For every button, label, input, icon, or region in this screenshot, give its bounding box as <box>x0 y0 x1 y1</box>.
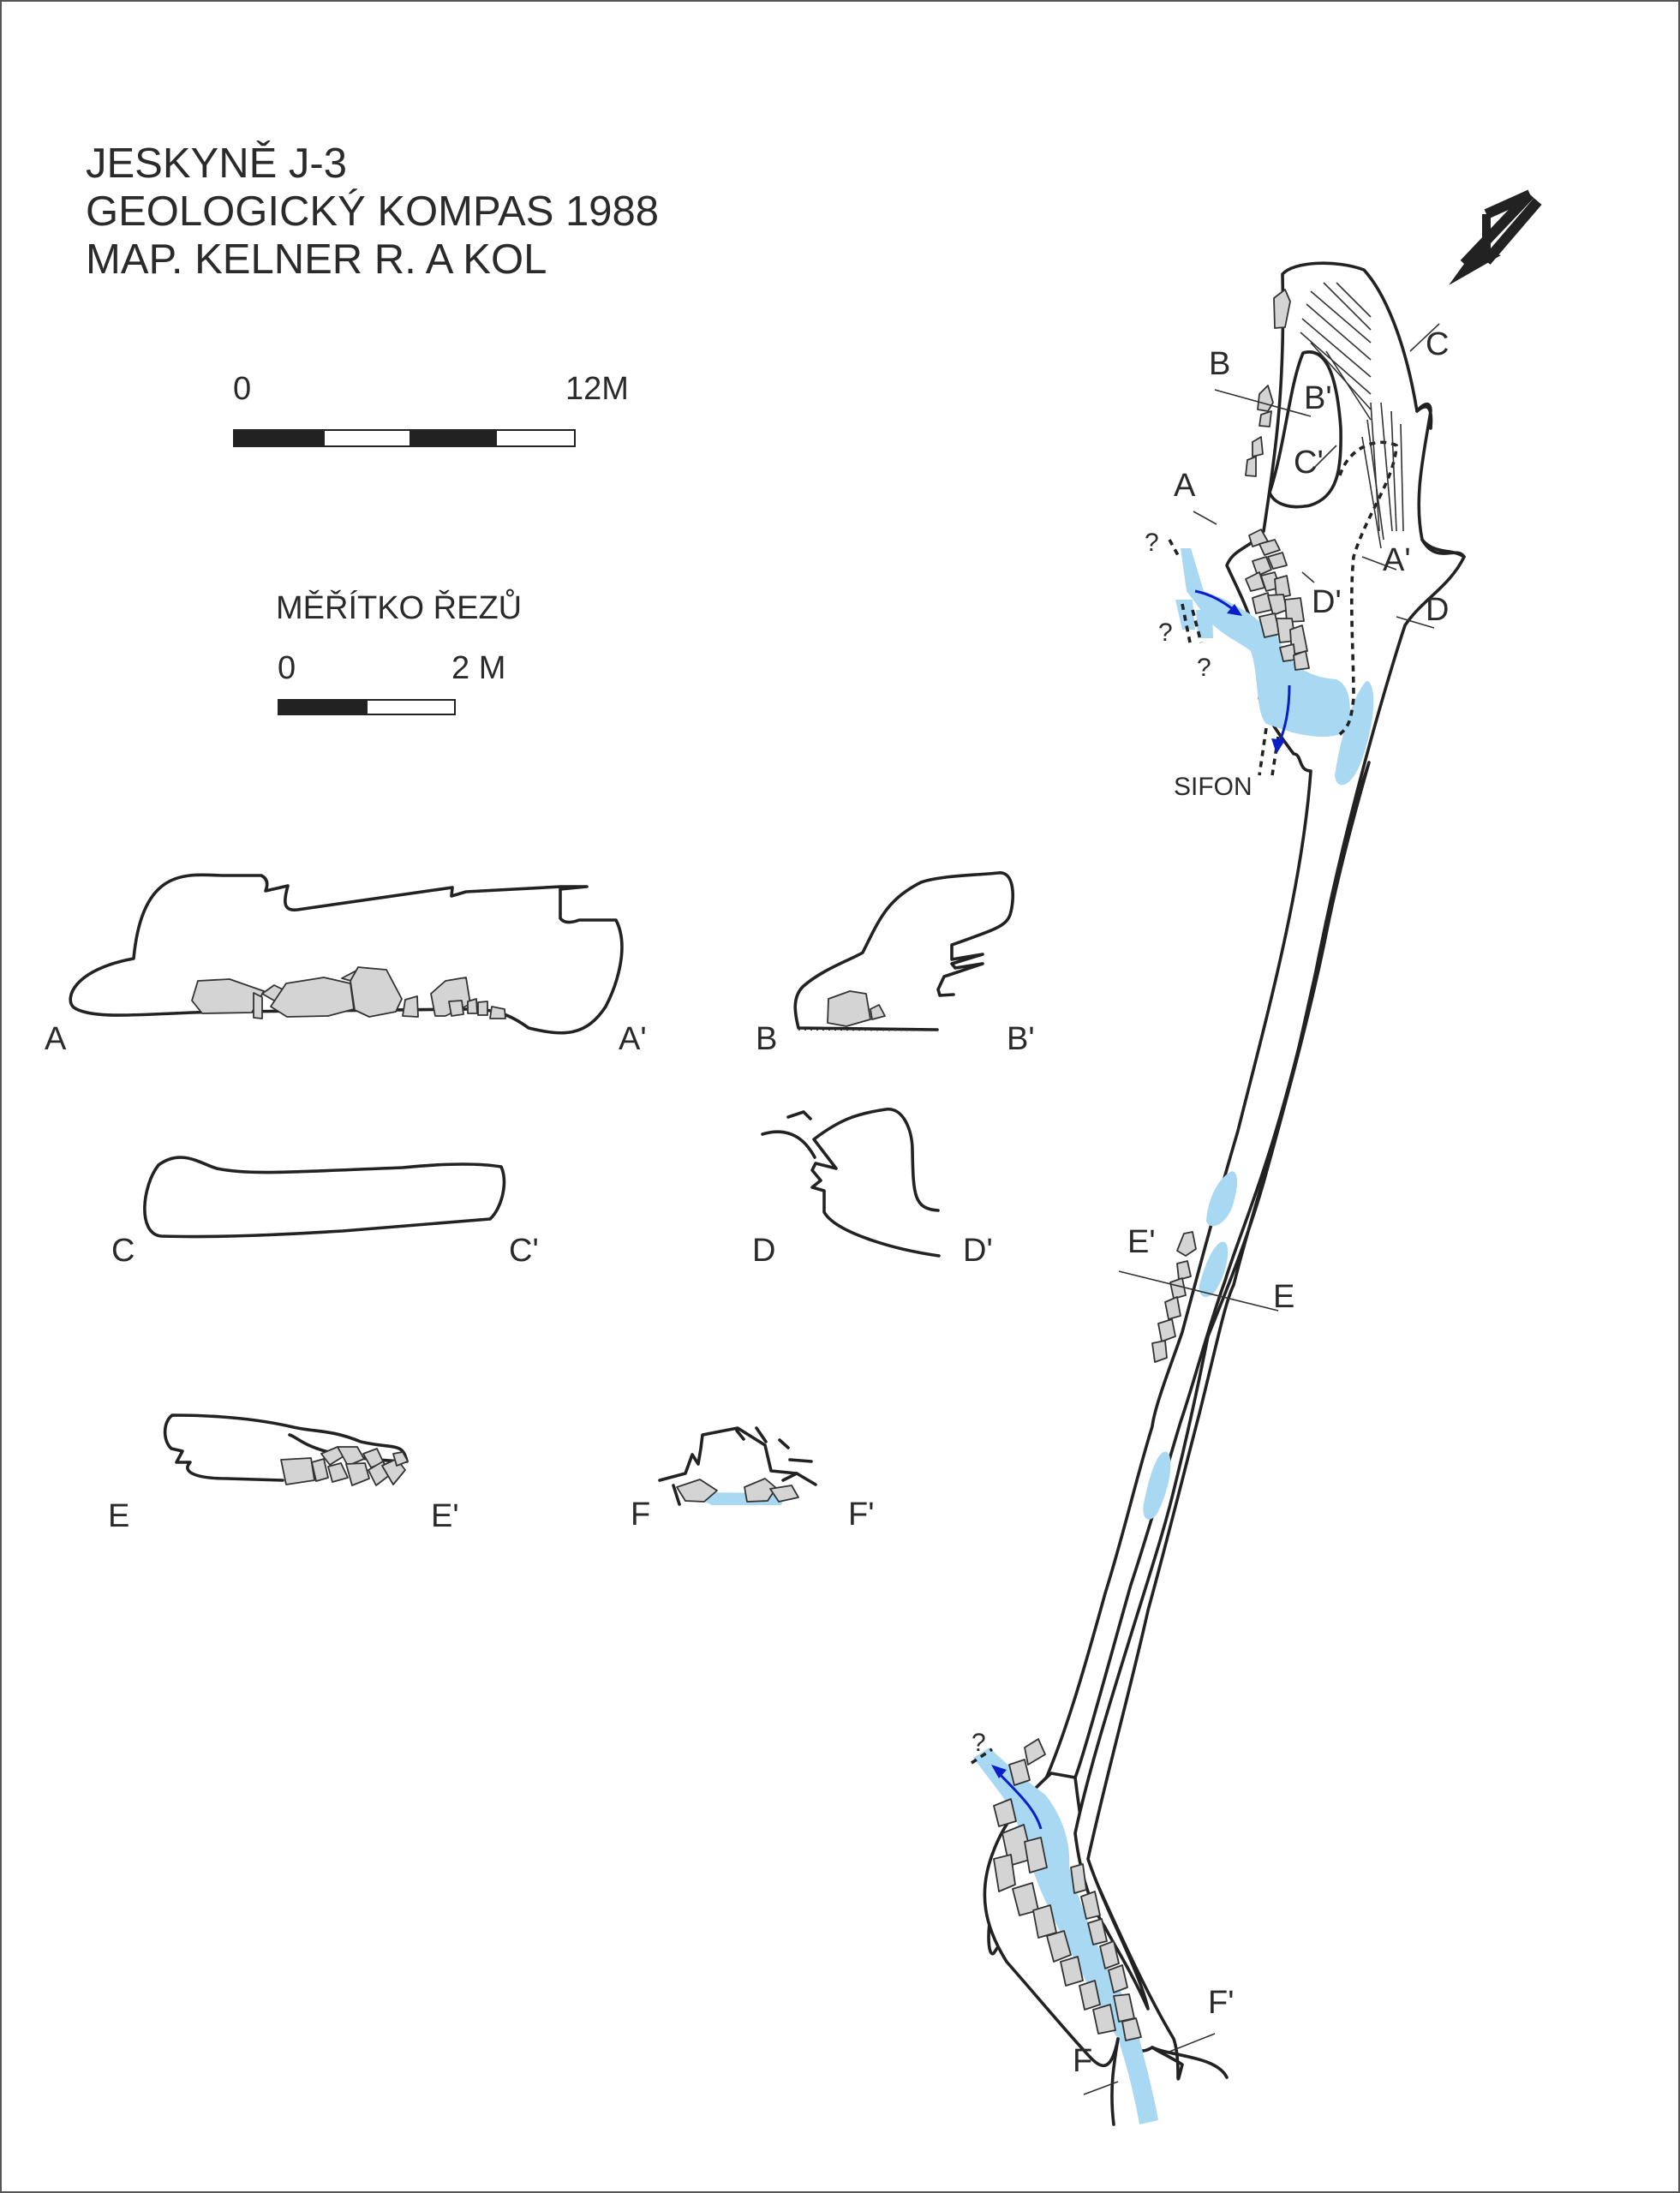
title-line-cave: JESKYNĚ J-3 <box>86 140 347 187</box>
section-a-right-label: A' <box>619 1021 647 1057</box>
cut-line-a <box>1193 511 1217 525</box>
section-a-left-label: A <box>45 1021 67 1057</box>
section-scale-end: 2 M <box>451 650 505 686</box>
section-a: A A' <box>45 873 647 1057</box>
section-e: E E' <box>108 1413 459 1534</box>
plan-label-e-prime: E' <box>1127 1224 1156 1260</box>
slope-hachures <box>1300 282 1404 549</box>
section-f: F F' <box>631 1426 874 1533</box>
plan-label-a: A <box>1174 468 1196 504</box>
cave-plan: B B' C C' A A' D D' E' E F F' SIFON ? ? … <box>971 261 1466 2126</box>
plan-label-a-prime: A' <box>1383 542 1411 578</box>
section-d-left-label: D <box>752 1233 775 1269</box>
cut-line-c <box>1409 323 1440 352</box>
flow-arrow-upper <box>1194 589 1235 612</box>
plan-label-b: B <box>1209 346 1230 382</box>
section-e-left-label: E <box>108 1498 129 1534</box>
rocks-upper <box>1245 289 1310 671</box>
section-e-right-label: E' <box>431 1498 459 1534</box>
cut-line-f-prime <box>1169 2033 1216 2053</box>
title-line-mappers: MAP. KELNER R. A KOL <box>86 236 547 283</box>
main-passage <box>1073 761 1371 2011</box>
water-pool-1 <box>1206 1171 1238 1227</box>
central-pillar <box>1268 350 1342 509</box>
section-b-right-label: B' <box>1007 1021 1035 1057</box>
plan-label-c-prime: C' <box>1294 445 1324 481</box>
plan-label-e: E <box>1273 1279 1294 1315</box>
section-f-right-label: F' <box>848 1497 874 1533</box>
section-c: C C' <box>111 1156 539 1269</box>
cut-line-b <box>1214 389 1312 417</box>
cut-line-f <box>1083 2081 1119 2095</box>
water-siphon-chamber <box>1181 548 1351 737</box>
section-scale-start: 0 <box>278 650 296 686</box>
plan-label-d: D <box>1426 592 1449 628</box>
plan-label-d-prime: D' <box>1312 584 1342 620</box>
title-block: JESKYNĚ J-3 GEOLOGICKÝ KOMPAS 1988 MAP. … <box>86 140 659 283</box>
cut-line-d <box>1396 616 1435 629</box>
section-b-left-label: B <box>756 1021 777 1057</box>
plan-scale-start: 0 <box>233 371 251 407</box>
plan-label-c: C <box>1426 326 1449 362</box>
section-b: B B' <box>756 871 1035 1057</box>
plan-label-b-prime: B' <box>1304 380 1332 416</box>
siphon-label: SIFON <box>1174 773 1253 801</box>
section-scale-title: MĚŘÍTKO ŘEZŮ <box>276 588 522 626</box>
unknown-mark-2: ? <box>1158 618 1173 647</box>
plan-scale-bar: 0 12M <box>233 371 629 447</box>
cut-line-a-prime <box>1361 556 1397 571</box>
plan-label-f: F <box>1073 2043 1092 2079</box>
section-f-left-label: F <box>631 1497 650 1533</box>
water-pool-2 <box>1199 1241 1229 1298</box>
section-d: D D' <box>752 1108 993 1269</box>
cut-line-d-prime <box>1301 571 1315 583</box>
section-d-right-label: D' <box>963 1233 993 1269</box>
unknown-mark-1: ? <box>1145 529 1159 557</box>
section-c-left-label: C <box>111 1233 135 1269</box>
section-c-right-label: C' <box>509 1233 539 1269</box>
north-arrow-icon <box>1449 189 1542 285</box>
title-line-survey: GEOLOGICKÝ KOMPAS 1988 <box>86 188 659 235</box>
flow-arrow-lower <box>995 1770 1043 1830</box>
cut-line-c-prime <box>1310 445 1337 472</box>
rocks-lower <box>993 1738 1142 2041</box>
water-pool-3 <box>1143 1451 1171 1520</box>
plan-scale-end: 12M <box>565 371 629 407</box>
section-scale-bar: MĚŘÍTKO ŘEZŮ 0 2 M <box>276 588 522 715</box>
unknown-mark-3: ? <box>1197 654 1211 682</box>
unknown-mark-4: ? <box>972 1729 986 1757</box>
rocks-middle <box>1151 1231 1197 1363</box>
plan-label-f-prime: F' <box>1208 1985 1234 2021</box>
cut-line-e <box>1118 1270 1279 1312</box>
